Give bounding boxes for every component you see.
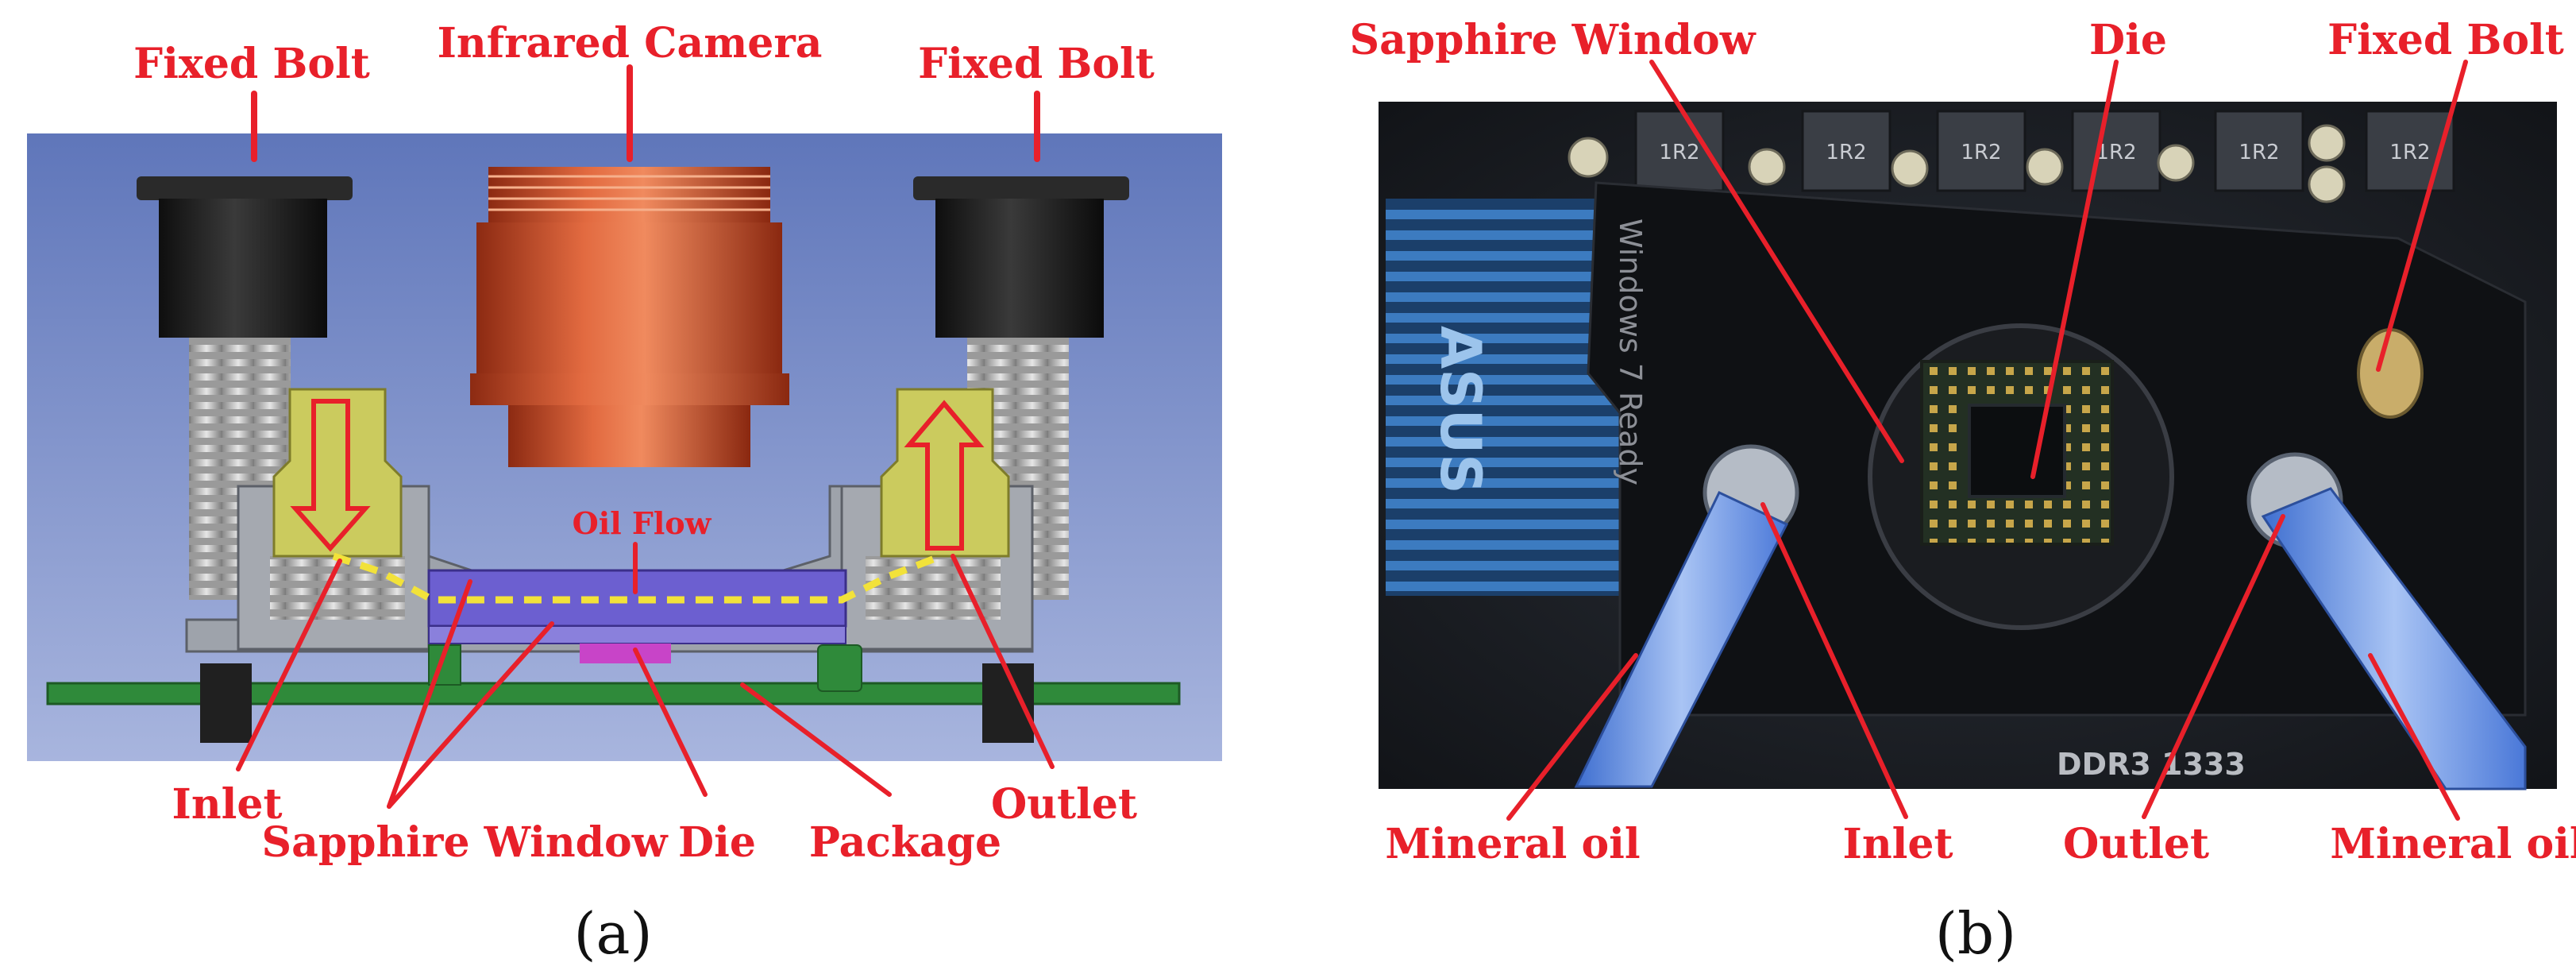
heatsink <box>1386 199 1624 596</box>
inductor-marking-1: 1R2 <box>1659 141 1699 164</box>
leader-b-inlet <box>1760 502 1908 819</box>
left-bolt-head <box>159 199 327 338</box>
leader-die <box>633 647 708 797</box>
left-nut <box>200 663 252 743</box>
oil-flow-path <box>332 552 943 604</box>
inductor-marking-4: 1R2 <box>2096 141 2136 164</box>
right-bolt-head <box>935 199 1104 338</box>
photo-fixed-bolt <box>2357 328 2424 419</box>
camera-lens-barrel <box>508 405 750 467</box>
photo-die <box>1968 404 2066 498</box>
leader-b-mineral-oil-right <box>2368 653 2460 821</box>
label-outlet: Outlet <box>991 780 1137 829</box>
outlet-flow-arrow <box>904 400 985 551</box>
leader-b-outlet <box>2142 514 2285 819</box>
inlet-flow-arrow <box>290 399 371 552</box>
leader-sapphire-left <box>387 579 472 809</box>
label-b-die: Die <box>2089 16 2167 64</box>
label-b-outlet: Outlet <box>2063 820 2209 868</box>
caption-b: (b) <box>1935 900 2016 967</box>
label-inlet: Inlet <box>172 780 283 829</box>
leader-b-fixed-bolt <box>2376 60 2468 372</box>
windows-badge: Windows 7 Ready <box>1613 218 1648 485</box>
right-bolt-cap <box>913 176 1129 200</box>
package-layer <box>428 625 846 644</box>
inductor-marking-3: 1R2 <box>1961 141 2001 164</box>
memory-label: DDR3 1333 <box>2057 747 2246 782</box>
panel-b: 1R2 1R2 1R2 1R2 1R2 1R2 ASUS Windows 7 R… <box>1350 16 2576 967</box>
right-fitting <box>880 388 1010 558</box>
leader-outlet <box>951 554 1055 769</box>
label-sapphire-window: Sapphire Window <box>262 818 669 867</box>
label-package: Package <box>809 818 1001 867</box>
camera-flange <box>470 373 789 405</box>
camera-threads <box>488 175 770 211</box>
label-b-mineral-oil-right: Mineral oil <box>2330 820 2576 868</box>
label-oil-flow: Oil Flow <box>573 505 712 541</box>
left-fitting <box>272 388 403 558</box>
inductor-markings: 1R2 1R2 1R2 1R2 1R2 1R2 <box>1659 141 2430 164</box>
heatsink-brand: ASUS <box>1428 326 1493 494</box>
label-b-fixed-bolt: Fixed Bolt <box>2327 16 2564 64</box>
leader-sapphire-right <box>387 621 554 809</box>
label-fixed-bolt-left: Fixed Bolt <box>133 40 370 88</box>
inductor-marking-2: 1R2 <box>1826 141 1866 164</box>
die <box>580 644 671 663</box>
label-b-inlet: Inlet <box>1843 820 1953 868</box>
caption-a: (a) <box>573 900 652 967</box>
leader-inlet <box>236 559 342 771</box>
left-bolt-cap <box>137 176 353 200</box>
left-oil-tube <box>1574 491 1789 788</box>
leader-b-sapphire <box>1649 60 1904 463</box>
label-infrared-camera: Infrared Camera <box>438 19 823 68</box>
panel-a: Fixed Bolt Infrared Camera Fixed Bolt Oi… <box>27 19 1222 967</box>
inductor-marking-5: 1R2 <box>2239 141 2279 164</box>
label-die: Die <box>678 818 756 867</box>
label-b-sapphire-window: Sapphire Window <box>1350 16 1757 64</box>
label-fixed-bolt-right: Fixed Bolt <box>918 40 1155 88</box>
board-component-2 <box>817 644 862 692</box>
label-b-mineral-oil-left: Mineral oil <box>1385 820 1640 868</box>
capacitors <box>1568 124 2346 203</box>
leader-b-mineral-oil-left <box>1506 653 1638 821</box>
leader-package <box>740 682 892 797</box>
inductor-marking-6: 1R2 <box>2389 141 2430 164</box>
camera-body <box>476 222 782 381</box>
leader-b-die <box>2030 60 2119 479</box>
inductor-row <box>1634 110 2455 192</box>
